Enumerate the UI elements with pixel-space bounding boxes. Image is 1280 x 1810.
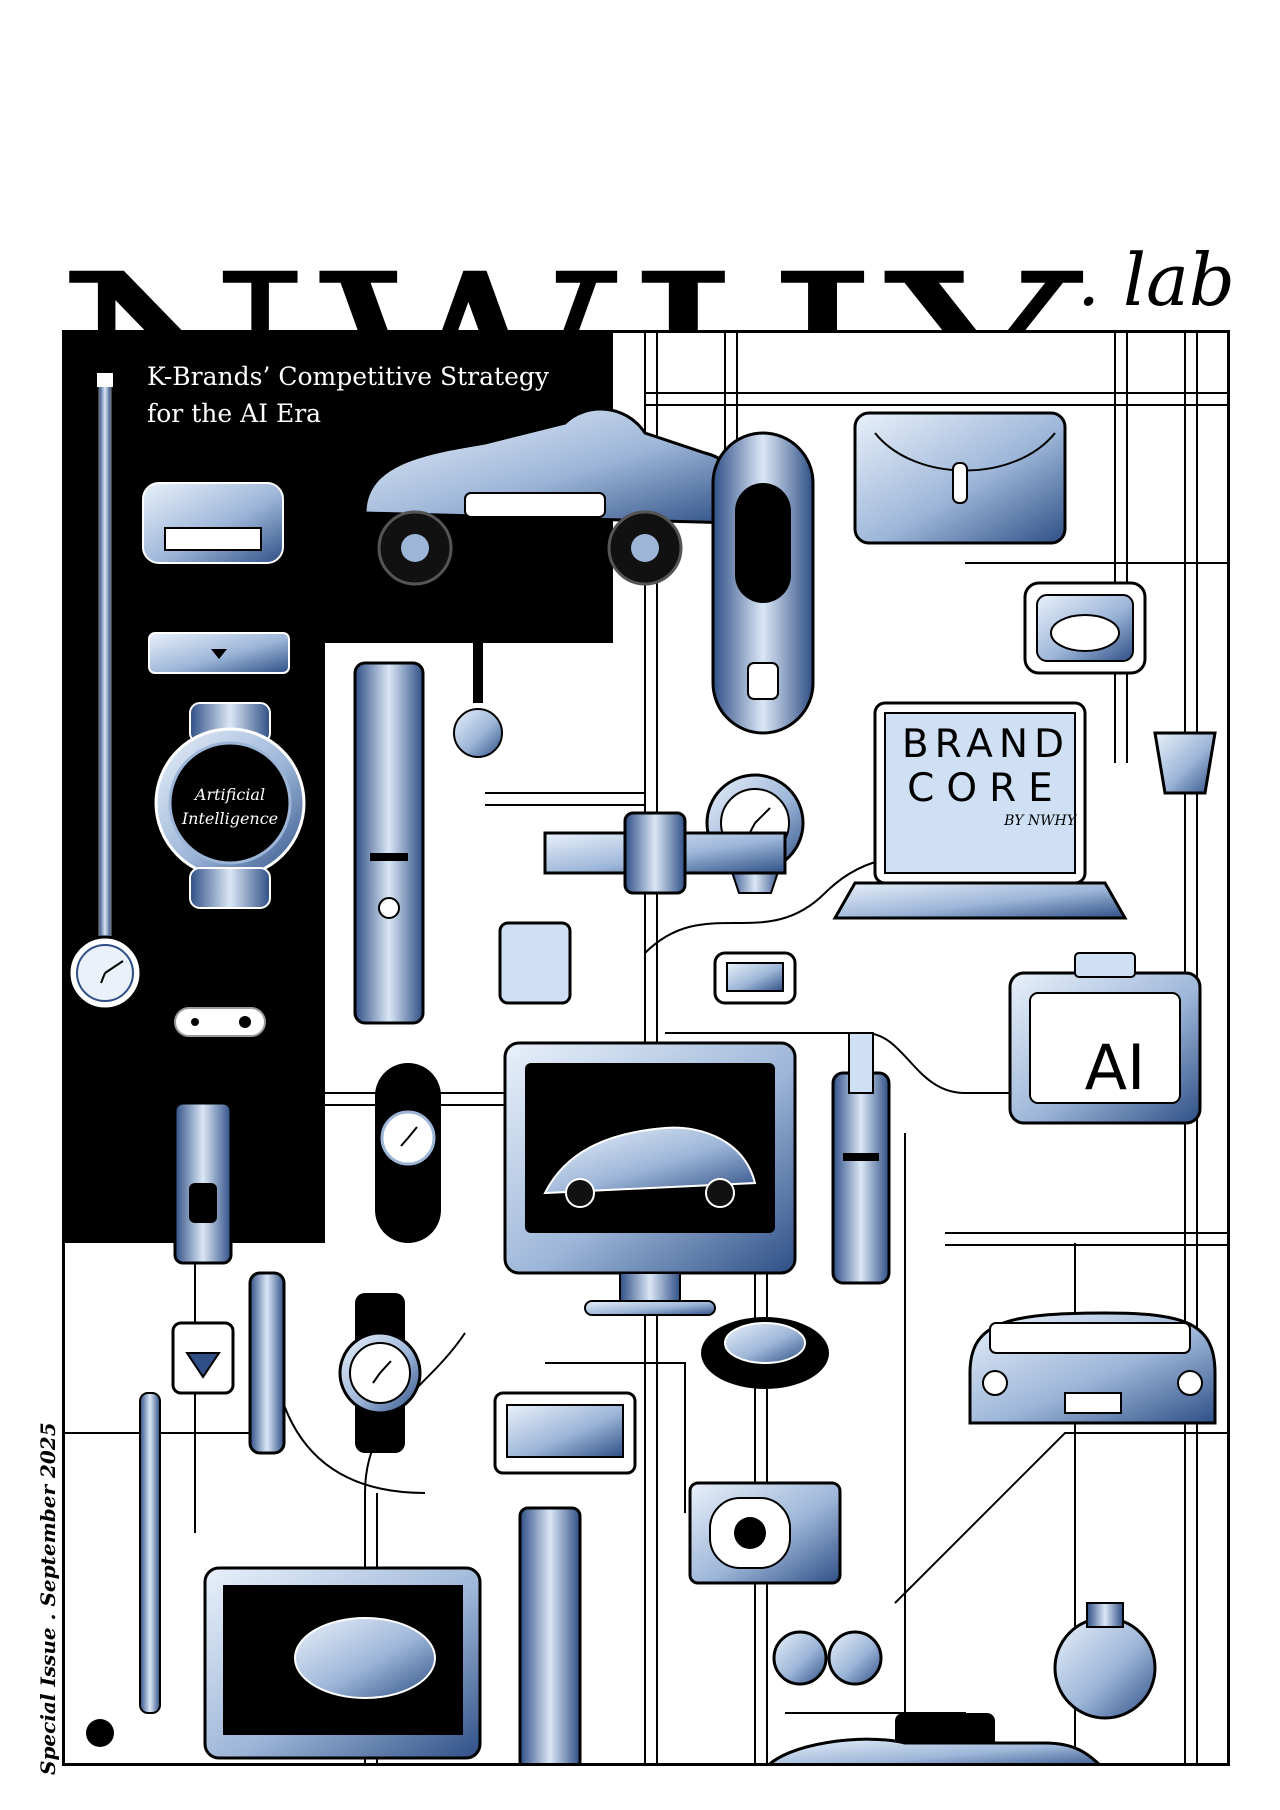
camera-illustration xyxy=(688,1481,842,1585)
car-front-illustration xyxy=(142,482,290,674)
laptop-illustration xyxy=(832,701,1128,920)
sensor-illustration xyxy=(713,951,797,1005)
remote-illustration xyxy=(174,1007,266,1037)
gauge-box-illustration xyxy=(1023,581,1147,675)
bottom-device-illustration xyxy=(768,1713,1100,1763)
tall-column-illustration xyxy=(518,1506,582,1763)
ai-device-label: AI xyxy=(1084,1031,1146,1104)
cover-illustration: K-Brands’ Competitive Strategy for the A… xyxy=(62,330,1230,1766)
lightbulb-illustration xyxy=(453,643,503,758)
ai-watch-illustration xyxy=(154,702,306,909)
cover-headline: K-Brands’ Competitive Strategy for the A… xyxy=(147,362,549,428)
round-clock-device-illustration xyxy=(375,1063,441,1243)
spray-bottle-illustration xyxy=(831,1032,891,1285)
monitor-watch-illustration xyxy=(203,1566,482,1760)
capsule-kiosk-illustration xyxy=(711,431,815,735)
toy-car-illustration xyxy=(363,407,742,586)
dispenser-bottle-illustration xyxy=(173,1076,257,1265)
watch-face-text: Artificial Intelligence xyxy=(165,783,295,831)
scanner-box-illustration xyxy=(493,1391,637,1475)
masthead-suffix: . lab xyxy=(1077,238,1235,322)
card-illustration xyxy=(498,921,572,1005)
monitor-car-illustration xyxy=(503,1041,797,1316)
brand-core-line1: BRAND xyxy=(901,722,1071,767)
suv-front-illustration xyxy=(968,1311,1217,1425)
tall-tube-illustration xyxy=(353,661,425,1025)
brand-core-line2: CORE xyxy=(907,766,1065,811)
watch-text-line2: Intelligence xyxy=(181,809,279,828)
pendulum-clock xyxy=(67,373,143,1011)
triangle-dispenser-illustration xyxy=(171,1321,235,1395)
handbag-illustration xyxy=(853,411,1067,545)
belt-buckle-illustration xyxy=(543,811,787,895)
mask-device-illustration xyxy=(701,1317,829,1389)
ai-device-illustration xyxy=(1008,952,1202,1125)
earphones-illustration xyxy=(772,1630,883,1686)
masthead: NWHY . lab xyxy=(55,100,1235,472)
perfume-bottle-illustration xyxy=(1053,1602,1157,1720)
cup-illustration xyxy=(1153,731,1217,795)
brand-core-byline: BY NWHY xyxy=(1004,813,1076,829)
wristwatch-illustration xyxy=(338,1293,422,1453)
stylus-illustration xyxy=(86,1392,161,1747)
thermometer-illustration xyxy=(248,1271,286,1455)
laptop-screen-text: BRAND CORE BY NWHY xyxy=(890,723,1082,831)
watch-text-line1: Artificial xyxy=(194,785,266,804)
illustration-artwork xyxy=(65,333,1227,1763)
issue-dateline: Special Issue . September 2025 xyxy=(36,1422,60,1775)
